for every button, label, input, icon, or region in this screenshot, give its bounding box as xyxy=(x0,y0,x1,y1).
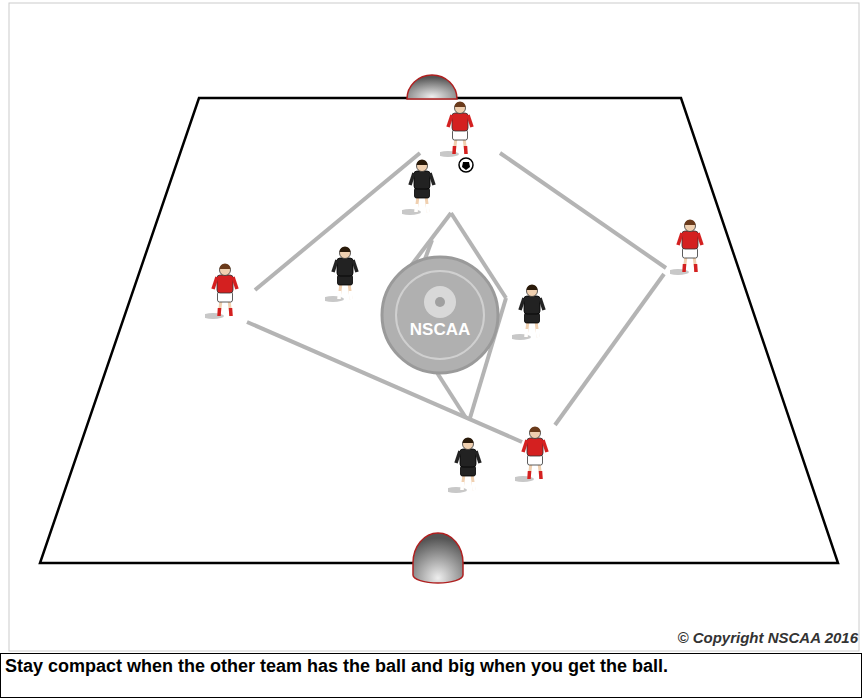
caption-box: Stay compact when the other team has the… xyxy=(0,653,862,698)
top-goal xyxy=(407,75,457,99)
bottom-goal xyxy=(413,533,463,583)
passing-lines xyxy=(247,153,666,442)
players xyxy=(202,102,702,494)
copyright-note: © Copyright NSCAA 2016 xyxy=(677,629,858,646)
pitch-outline xyxy=(40,98,838,563)
caption: Stay compact when the other team has the… xyxy=(1,654,861,677)
watermark-text: NSCAA xyxy=(410,320,470,340)
nscaa-watermark xyxy=(382,257,498,373)
ball xyxy=(459,158,473,172)
ball-patch xyxy=(462,162,470,170)
image-frame xyxy=(9,3,859,651)
